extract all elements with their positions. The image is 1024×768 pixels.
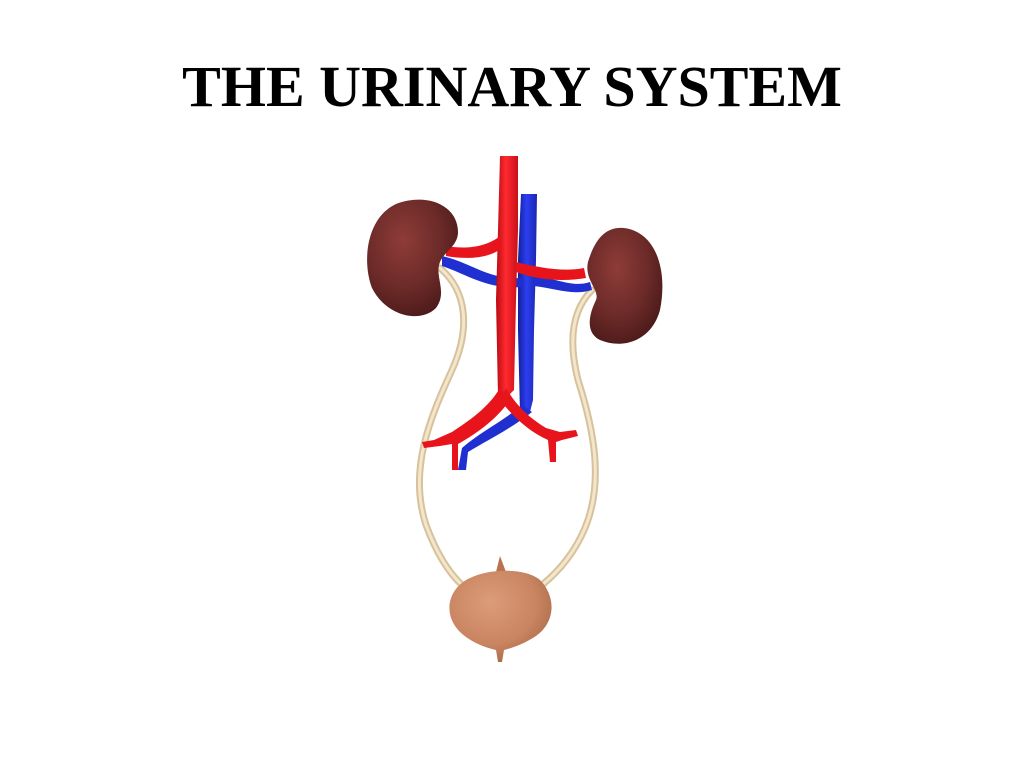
right-kidney	[587, 227, 663, 344]
inferior-vena-cava	[518, 194, 537, 414]
aorta	[496, 156, 518, 396]
slide-title: THE URINARY SYSTEM	[182, 54, 842, 119]
left-iliac-artery	[422, 388, 510, 470]
right-renal-vein	[534, 276, 592, 293]
left-renal-artery	[446, 236, 502, 258]
arteries	[422, 156, 586, 470]
urinary-bladder	[449, 556, 552, 662]
kidneys	[367, 199, 663, 344]
right-iliac-artery	[500, 388, 578, 462]
bladder-body	[449, 570, 552, 662]
left-iliac-vein	[458, 405, 532, 470]
left-kidney	[367, 199, 458, 317]
right-renal-artery	[516, 262, 586, 280]
left-ureter	[415, 264, 468, 589]
ureters	[415, 264, 599, 589]
